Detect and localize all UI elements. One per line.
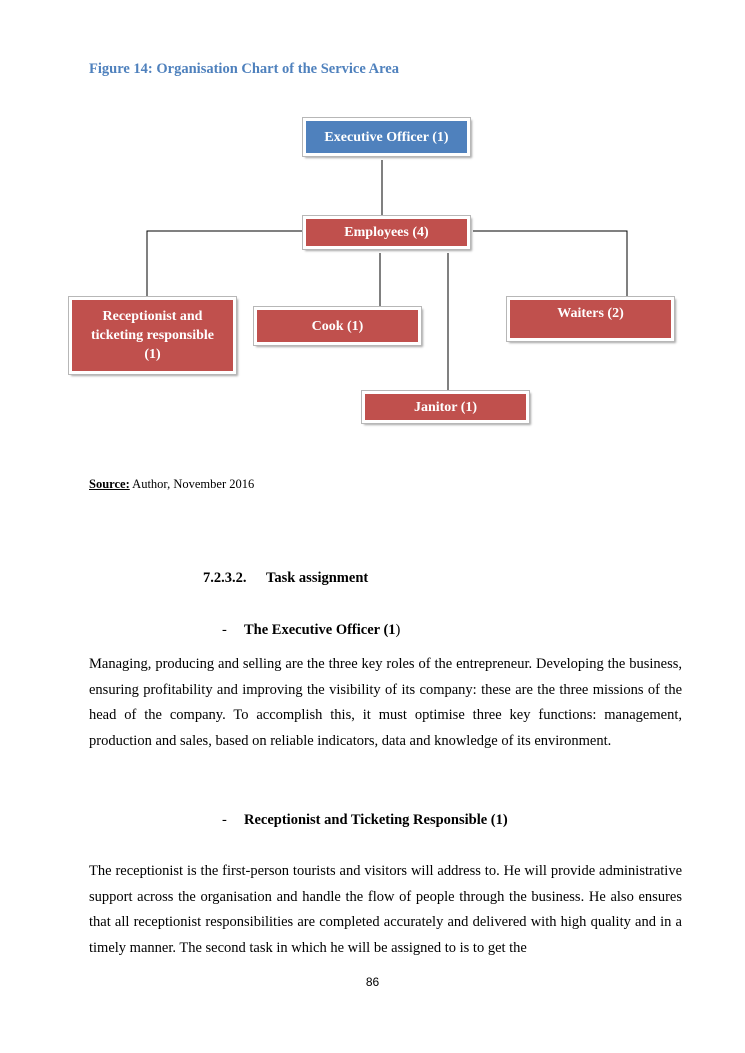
employees-label: Employees (4) xyxy=(344,225,429,240)
executive-officer-label: Executive Officer (1) xyxy=(324,129,449,145)
connector-employees-waiters xyxy=(473,230,628,297)
receptionist-label-line1: Receptionist and xyxy=(102,309,203,324)
section-title: Task assignment xyxy=(266,570,369,586)
figure-source: Source: Author, November 2016 xyxy=(89,477,254,492)
section-heading: 7.2.3.2. Task assignment xyxy=(203,570,368,587)
employees-box: Employees (4) xyxy=(302,215,471,250)
cook-label: Cook (1) xyxy=(311,318,364,334)
executive-officer-box: Executive Officer (1) xyxy=(302,117,471,157)
janitor-box: Janitor (1) xyxy=(361,390,530,424)
paragraph-executive-officer: Managing, producing and selling are the … xyxy=(89,656,682,750)
org-chart-connectors xyxy=(146,160,628,391)
bullet-executive-officer: - The Executive Officer (1) xyxy=(222,622,400,639)
page-number: 86 xyxy=(365,975,380,989)
section-number: 7.2.3.2. xyxy=(203,570,247,586)
waiters-box: Waiters (2) xyxy=(506,296,675,342)
bullet-dash: - xyxy=(222,622,227,638)
source-label: Source: xyxy=(89,477,130,491)
org-chart: Executive Officer (1) Employees (4) Rece… xyxy=(0,0,745,460)
cook-box: Cook (1) xyxy=(253,306,422,346)
receptionist-label-line3: (1) xyxy=(144,347,161,362)
receptionist-label-line2: ticketing responsible xyxy=(90,328,215,343)
bullet-receptionist: - Receptionist and Ticketing Responsible … xyxy=(222,812,508,829)
connector-employees-receptionist xyxy=(146,230,303,297)
janitor-label: Janitor (1) xyxy=(413,399,478,415)
bullet-title: Receptionist and Ticketing Responsible (… xyxy=(244,812,508,828)
paragraph-receptionist: The receptionist is the first-person tou… xyxy=(89,863,682,957)
figure-caption: Figure 14: Organisation Chart of the Ser… xyxy=(89,61,399,77)
bullet-title-close: ) xyxy=(395,622,401,638)
waiters-label: Waiters (2) xyxy=(557,306,624,321)
bullet-dash: - xyxy=(222,812,227,828)
source-text: Author, November 2016 xyxy=(129,477,255,491)
receptionist-box: Receptionist and ticketing responsible (… xyxy=(68,296,237,375)
bullet-title: The Executive Officer (1 xyxy=(244,622,396,638)
